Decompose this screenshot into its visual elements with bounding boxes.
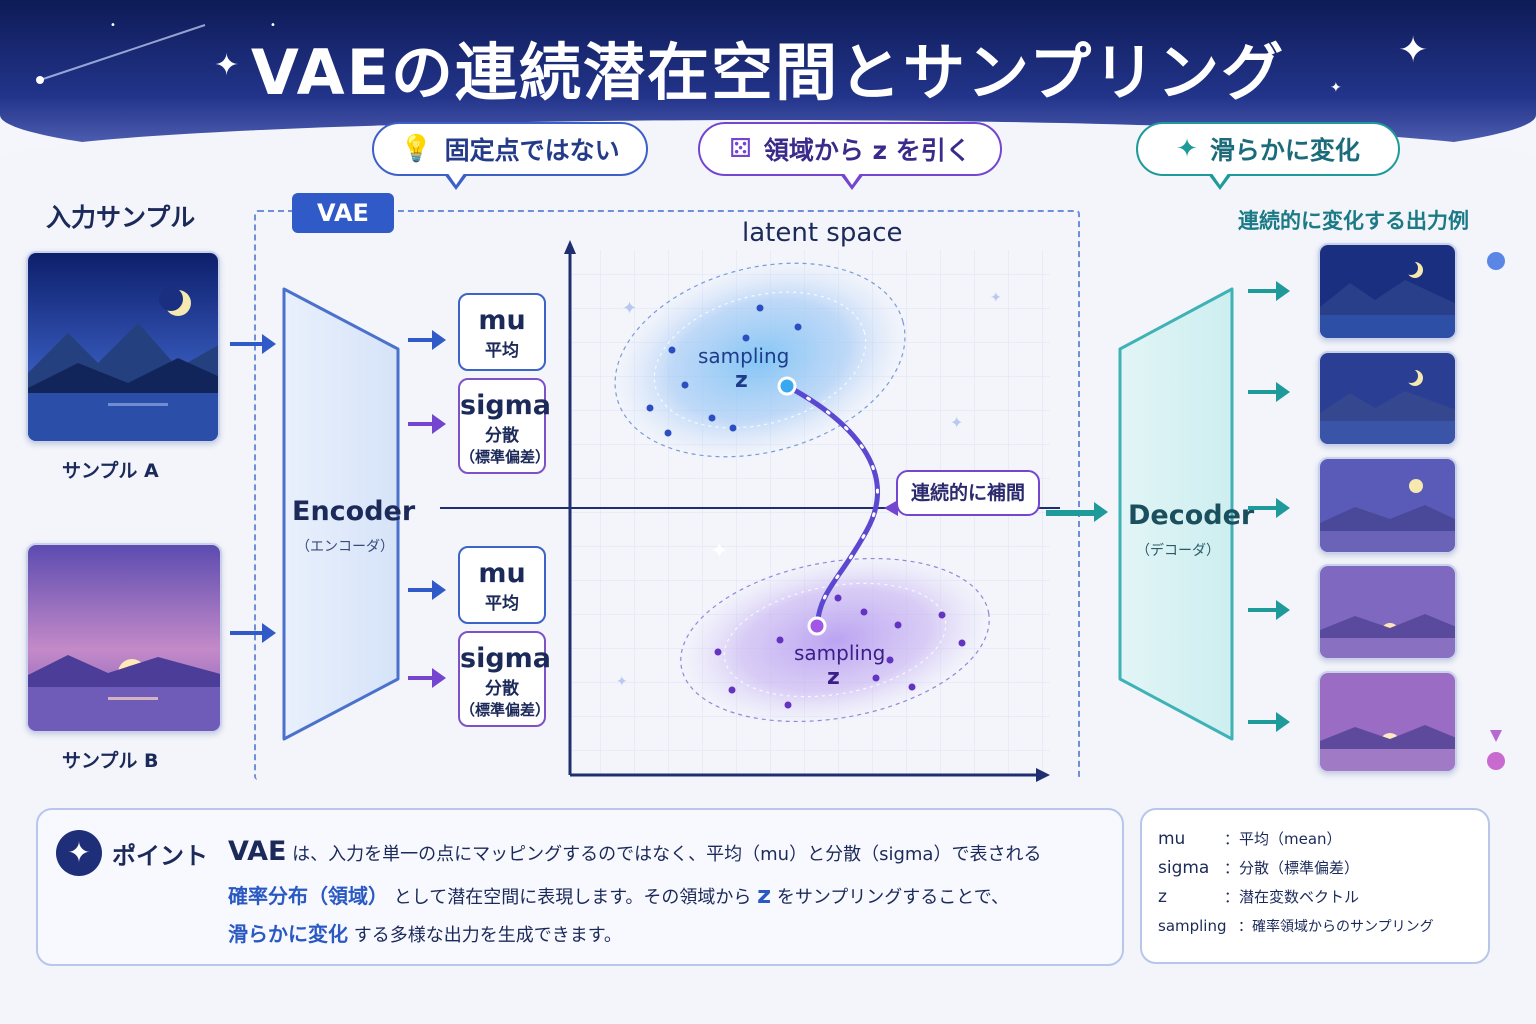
sample-a-image [26, 251, 220, 443]
svg-text:✦: ✦ [990, 290, 1002, 306]
sample-a-label: サンプル A [62, 460, 159, 482]
output-arrow [1248, 382, 1290, 402]
cluster-b-sampling-label: sampling [794, 641, 886, 665]
bubble-sample-z: ⚄ 領域から z を引く [698, 122, 1002, 190]
star-icon: ✦ [1398, 30, 1429, 71]
arrow-sigma-b [408, 668, 446, 688]
decoder-sub: （デコーダ） [1136, 543, 1220, 559]
encoder-sub: （エンコーダ） [296, 539, 394, 555]
lightbulb-icon: 💡 [400, 134, 433, 164]
bubble-not-fixed: 💡 固定点ではない [372, 122, 648, 190]
point-label: ポイント [112, 842, 208, 870]
arrow-sample-a [230, 334, 276, 354]
legend-list: mu ：平均（mean） sigma ：分散（標準偏差） z ：潜在変数ベクトル… [1158, 824, 1478, 940]
star-icon: ✦ [1330, 80, 1342, 96]
arrow-sample-b [230, 623, 276, 643]
legend-row: sampling ：確率領域からのサンプリング [1158, 916, 1434, 935]
output-image-3 [1318, 457, 1457, 554]
sample-b-image [26, 543, 222, 733]
output-image-4 [1318, 564, 1457, 660]
arrow-mu-b [408, 580, 446, 600]
interp-callout: 連続的に補間 [896, 470, 1040, 516]
shooting-star-icon [36, 24, 206, 84]
decoder-label: Decoder [1128, 500, 1255, 531]
star-icon: • [270, 20, 276, 31]
sparkle-icon: ✦ [1176, 134, 1198, 164]
mu-box-b: mu 平均 [458, 546, 546, 624]
point-star-icon: ✦ [56, 830, 102, 876]
output-image-5 [1318, 671, 1457, 773]
cluster-b-z: z [827, 665, 840, 690]
cluster-a-sampling-label: sampling [698, 344, 790, 368]
latent-title: latent space [742, 218, 903, 248]
arrow-sigma-a [408, 414, 446, 434]
arrow-mu-a [408, 330, 446, 350]
output-arrow [1248, 712, 1290, 732]
point-line-3: 滑らかに変化 する多様な出力を生成できます。 [228, 922, 622, 946]
encoder-label: Encoder [292, 496, 416, 527]
outputs-heading: 連続的に変化する出力例 [1238, 209, 1469, 233]
svg-text:✦: ✦ [950, 413, 963, 432]
point-line-2: 確率分布（領域） として潜在空間に表現します。その領域から z をサンプリングす… [228, 881, 1010, 909]
sigma-box-a: sigma 分散 （標準偏差） [458, 378, 551, 474]
sigma-box-b: sigma 分散 （標準偏差） [458, 631, 551, 727]
legend-row: mu ：平均（mean） [1158, 828, 1342, 849]
interp-callout-tail [884, 500, 898, 516]
arrow-to-decoder [1046, 502, 1108, 522]
decoder-shape [1118, 287, 1234, 741]
cluster-a-z: z [735, 368, 748, 393]
page-title: VAEの連続潜在空間とサンプリング [250, 36, 1286, 109]
legend-panel [1140, 808, 1490, 964]
output-image-2 [1318, 351, 1457, 446]
star-icon: • [110, 20, 116, 31]
input-heading: 入力サンプル [46, 203, 196, 232]
output-arrow [1248, 498, 1290, 518]
output-arrow [1248, 281, 1290, 301]
output-progress-line [1487, 252, 1505, 770]
sample-b-label: サンプル B [62, 750, 159, 772]
svg-text:✦: ✦ [710, 539, 728, 564]
encoder-shape [282, 287, 400, 741]
output-image-1 [1318, 243, 1457, 340]
legend-row: z ：潜在変数ベクトル [1158, 886, 1360, 907]
mu-box-a: mu 平均 [458, 293, 546, 371]
bubble-smooth: ✦ 滑らかに変化 [1136, 122, 1400, 190]
dice-icon: ⚄ [729, 134, 752, 164]
vae-frame [254, 210, 1080, 780]
svg-text:✦: ✦ [616, 674, 628, 690]
star-icon: ✦ [214, 48, 240, 83]
point-panel [36, 808, 1124, 966]
point-line-1: VAE は、入力を単一の点にマッピングするのではなく、平均（mu）と分散（sig… [228, 836, 1042, 867]
legend-row: sigma ：分散（標準偏差） [1158, 857, 1360, 878]
output-arrow [1248, 600, 1290, 620]
svg-text:✦: ✦ [622, 298, 637, 319]
vae-tag: VAE [292, 193, 394, 233]
